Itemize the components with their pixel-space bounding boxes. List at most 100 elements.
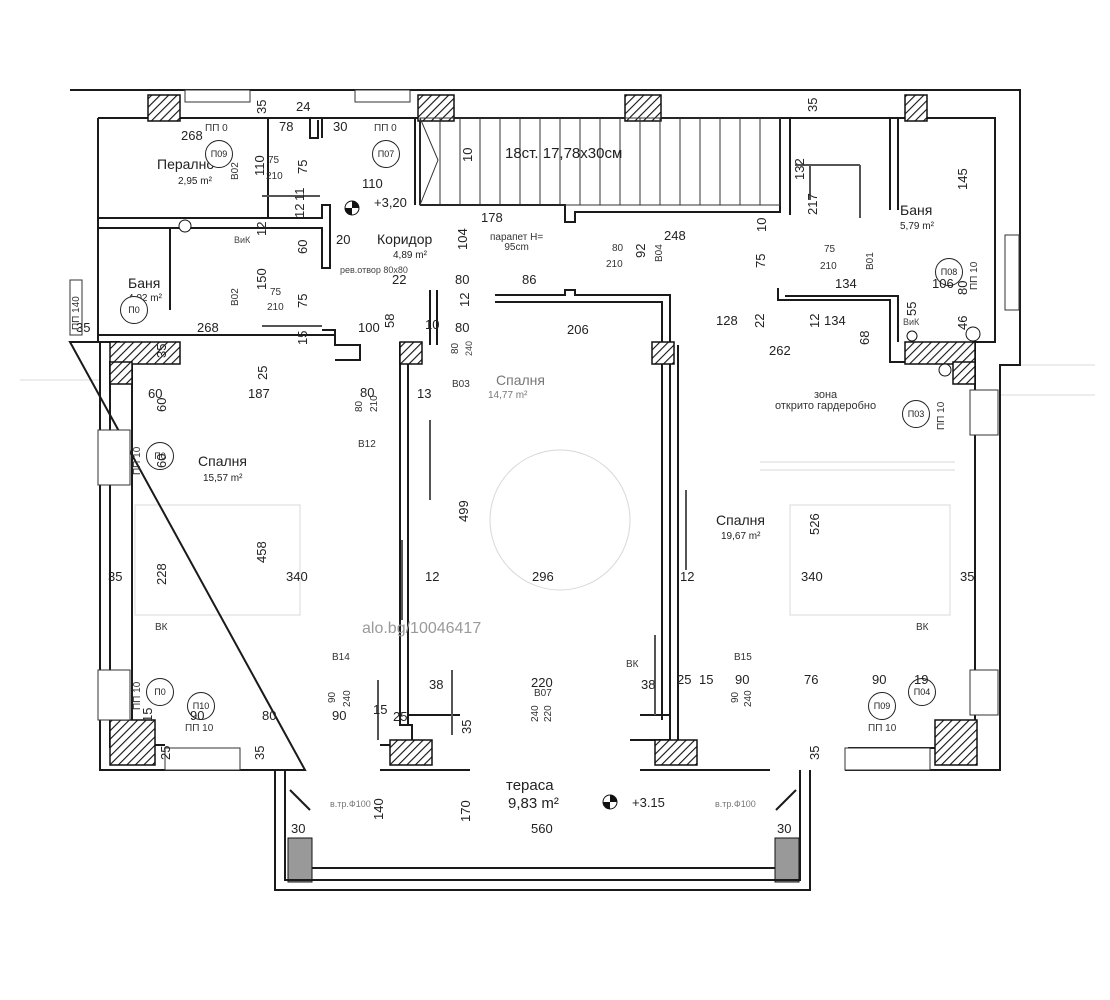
room-area-spalnya-right: 19,67 m²	[721, 531, 761, 542]
tag-p10: П10	[187, 692, 215, 720]
room-name-koridor: Коридор	[377, 231, 433, 247]
drain-points	[178, 219, 981, 377]
dim: 12	[807, 313, 822, 328]
dim: 128	[716, 313, 738, 328]
tag-pp10-d: ПП 10	[132, 681, 143, 710]
dim: 35	[807, 745, 822, 760]
tag-b14: В14	[332, 652, 350, 663]
dim: 134	[824, 313, 846, 328]
dim: 35	[252, 745, 267, 760]
dim: 35	[108, 569, 123, 584]
dim: 25	[158, 745, 173, 760]
dim: 60	[154, 397, 169, 412]
dim: 110	[362, 176, 383, 191]
room-name-spalnya-right: Спалня	[716, 512, 765, 528]
dim: 35	[76, 320, 91, 335]
dim: 268	[197, 320, 219, 335]
dim: 10	[425, 317, 440, 332]
doors	[262, 164, 861, 740]
dim: 25	[393, 709, 408, 724]
tag-pp10-e: ПП 10	[185, 723, 214, 734]
dim: 170	[458, 800, 473, 822]
tag-bk-2: ВК	[626, 659, 639, 670]
dim: 60	[154, 453, 169, 468]
dim: 12	[680, 569, 695, 584]
dim: 80	[262, 708, 277, 723]
dim: 75	[295, 159, 310, 174]
dim: 22	[752, 313, 767, 328]
dim: 15	[699, 672, 714, 687]
dim: 210	[606, 259, 623, 270]
tag-bk-1: ВК	[155, 622, 168, 633]
dim: 75	[753, 253, 768, 268]
tag-b07: В07	[534, 688, 552, 699]
dim: 90	[730, 691, 741, 703]
dim: 217	[805, 193, 820, 215]
dim: 178	[481, 210, 503, 225]
dim: 90	[735, 672, 750, 687]
dim: 206	[567, 322, 589, 337]
room-name-banya-small: Баня	[128, 275, 161, 291]
dim: 68	[857, 330, 872, 345]
dim: 10	[754, 217, 769, 232]
terrace-outline	[274, 770, 811, 891]
windows	[69, 89, 1020, 771]
dim: 80	[612, 243, 624, 254]
dim: 12	[254, 221, 269, 236]
room-area-spalnya-center: 14,77 m²	[488, 390, 528, 401]
dim: 25	[255, 365, 270, 380]
dim: 80	[450, 342, 461, 354]
dim: 22	[392, 272, 407, 287]
dim: 240	[530, 705, 541, 722]
tag-b12: В12	[358, 439, 376, 450]
dim: 25	[677, 672, 692, 687]
dim: 268	[181, 128, 203, 143]
tag-pp10-f: ПП 10	[868, 723, 897, 734]
dim: 11	[292, 187, 307, 202]
dim: 296	[532, 569, 554, 584]
dim: 24	[296, 99, 311, 114]
room-name-terasa: тераса	[506, 777, 554, 794]
dim: 60	[295, 239, 310, 254]
tag-b15: В15	[734, 652, 752, 663]
dim: 35	[805, 97, 820, 112]
room-area-terasa: 9,83 m²	[508, 795, 559, 812]
staircase	[419, 117, 781, 206]
dim: 100	[358, 320, 380, 335]
watermark: alo.bg/10046417	[362, 620, 482, 637]
tag-p03: П03	[902, 400, 930, 428]
dim: 75	[824, 244, 836, 255]
rev-opening-note: рев.отвор 80x80	[340, 265, 408, 275]
room-area-koridor: 4,89 m²	[393, 250, 427, 261]
structural-columns	[109, 94, 978, 883]
parapet-note: парапет Н= 95cm	[490, 232, 544, 253]
room-name-spalnya-left: Спалня	[198, 453, 247, 469]
room-area-spalnya-left: 15,57 m²	[203, 473, 243, 484]
dim: 499	[456, 500, 471, 522]
dim: 80	[354, 400, 365, 412]
dim: 30	[777, 821, 792, 836]
tag-b04: В04	[654, 244, 665, 262]
drain-label-left: в.тр.Ф100	[330, 799, 371, 809]
dim: 15	[140, 707, 155, 722]
dim: 228	[154, 563, 169, 585]
dim: 12	[457, 292, 472, 307]
dim: 35	[960, 569, 975, 584]
dim: 12	[425, 569, 440, 584]
dim: 90	[332, 708, 347, 723]
dim: 150	[254, 268, 269, 290]
dim: 86	[522, 272, 537, 287]
dim: 104	[455, 228, 470, 250]
dim: 75	[268, 155, 280, 166]
dim: 106	[932, 276, 954, 291]
dim: 80	[955, 280, 970, 295]
level-main: +3,20	[374, 195, 407, 210]
dim: 20	[336, 232, 351, 247]
dim: 210	[820, 261, 837, 272]
dim: 13	[417, 386, 432, 401]
tag-pp0-a: ПП 0	[205, 123, 228, 134]
dim: 220	[531, 675, 553, 690]
faint-underlay	[20, 364, 1095, 771]
dim: 15	[295, 330, 310, 345]
